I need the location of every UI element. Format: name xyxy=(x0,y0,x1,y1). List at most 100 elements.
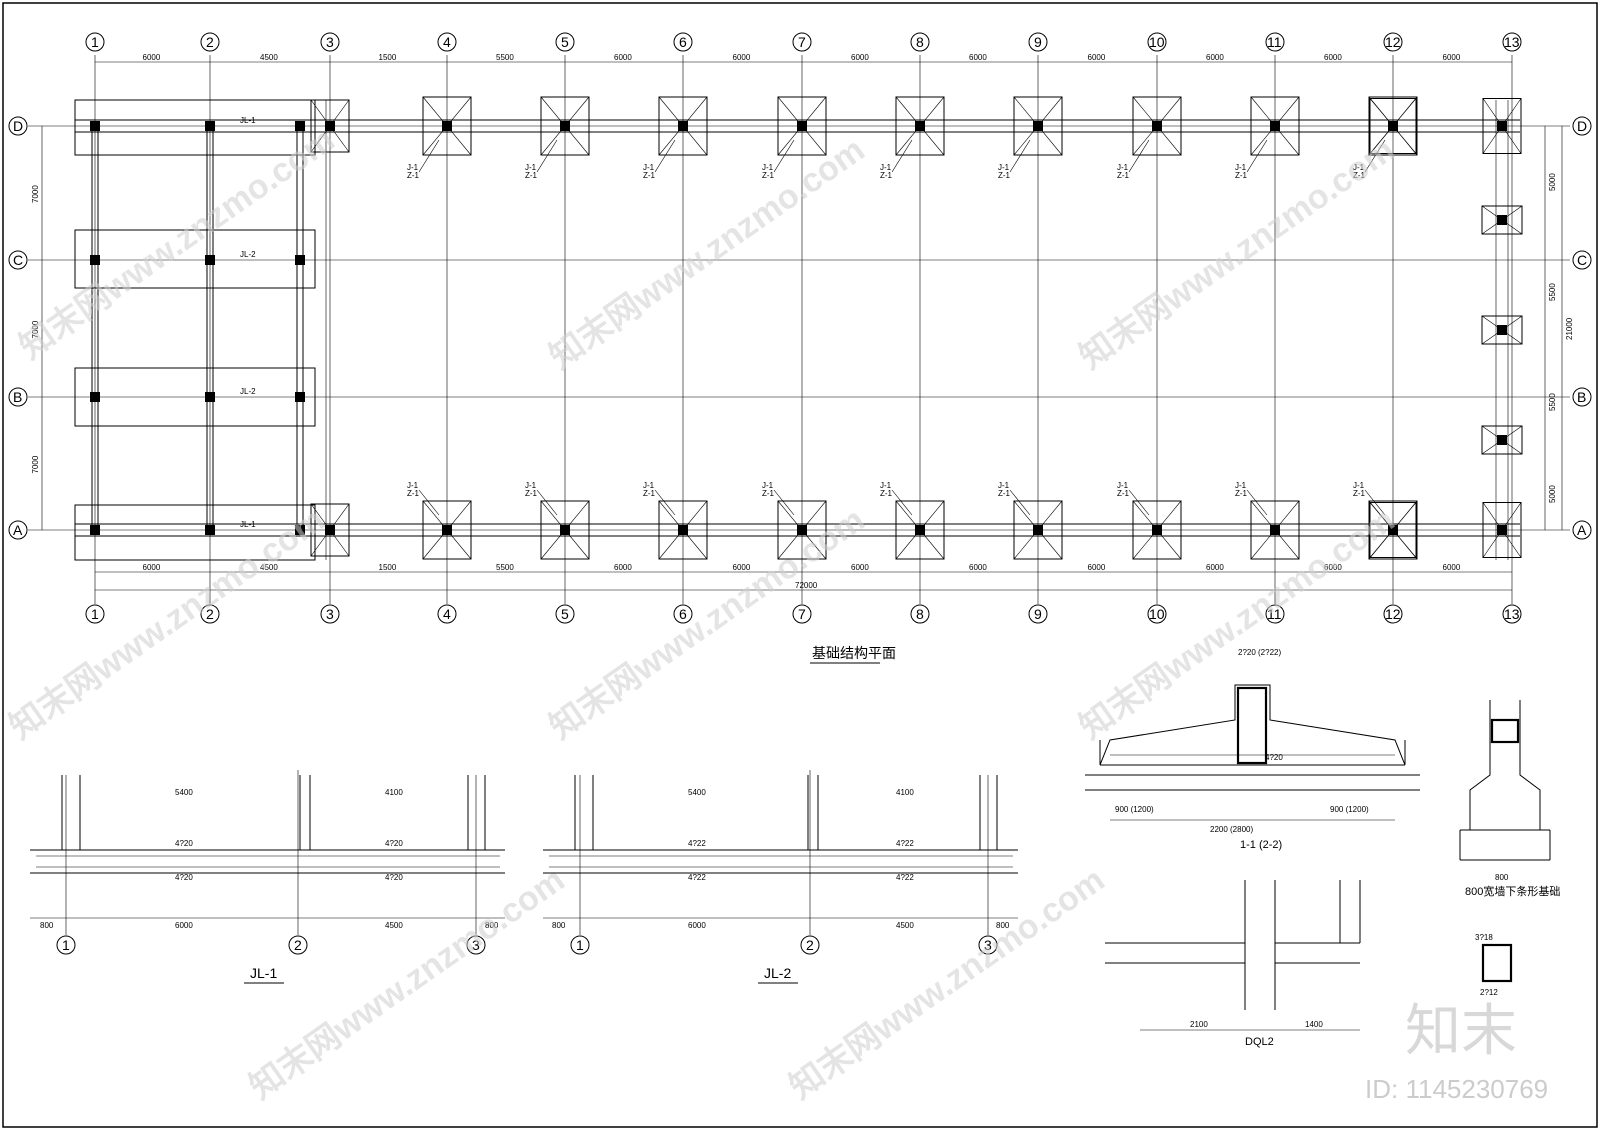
grid-bubble xyxy=(8,116,28,136)
section-1-1: 2200 (2800) 900 (1200) 900 (1200) 4?20 2… xyxy=(1085,648,1420,851)
grid-bubble xyxy=(1502,604,1522,624)
column xyxy=(442,525,452,535)
pad-footing xyxy=(1482,98,1522,154)
wall-strip-footing: 800 800宽墙下条形基础 xyxy=(1459,700,1560,898)
watermark-text: 知末网www.znzmo.com xyxy=(543,131,872,377)
pad-footing xyxy=(1250,500,1300,560)
svg-text:2100: 2100 xyxy=(1190,1020,1208,1029)
strip-footing xyxy=(74,367,316,427)
svg-text:900 (1200): 900 (1200) xyxy=(1115,805,1154,814)
grid-label: 7 xyxy=(798,606,806,622)
grid-label: 6 xyxy=(679,34,687,50)
column xyxy=(1497,121,1507,131)
column xyxy=(560,525,570,535)
column xyxy=(205,392,215,402)
column-label: Z-1 xyxy=(1353,171,1366,180)
grid-bubble xyxy=(320,604,340,624)
svg-text:3: 3 xyxy=(472,937,480,953)
leader-line xyxy=(1128,139,1150,173)
svg-text:4100: 4100 xyxy=(896,788,914,797)
grid-bubble xyxy=(1502,32,1522,52)
grid-bubble xyxy=(792,32,812,52)
dimension-label: 7000 xyxy=(31,185,40,203)
svg-text:800: 800 xyxy=(996,921,1010,930)
leader-line xyxy=(1364,139,1386,173)
grid-bubble xyxy=(1265,604,1285,624)
grid-bubble xyxy=(437,604,457,624)
leader-line xyxy=(1009,489,1031,516)
column-label: Z-1 xyxy=(762,171,775,180)
pad-footing xyxy=(658,96,708,156)
jl2-title: JL-2 xyxy=(764,965,791,981)
svg-text:6000: 6000 xyxy=(175,921,193,930)
footing-label: J-1 xyxy=(643,481,655,490)
pad-footing xyxy=(1369,98,1417,154)
column xyxy=(1388,525,1398,535)
leader-line xyxy=(418,139,440,173)
column xyxy=(90,255,100,265)
grid-bubble xyxy=(555,604,575,624)
dimension-label: 6000 xyxy=(1206,53,1224,62)
svg-text:3?18: 3?18 xyxy=(1475,933,1493,942)
grid-bubble xyxy=(1265,32,1285,52)
dimension-label: 6000 xyxy=(733,563,751,572)
pad-footing xyxy=(1368,96,1418,156)
svg-text:5400: 5400 xyxy=(175,788,193,797)
dql2-detail: 2100 1400 DQL2 3?18 2?12 xyxy=(1105,880,1513,1048)
footing-label: J-1 xyxy=(1353,481,1365,490)
jl1-detail: 1 2 3 800 6000 4500 800 4?20 4?20 4?20 4… xyxy=(30,770,505,984)
dimension-label: 6000 xyxy=(1088,53,1106,62)
leader-line xyxy=(536,489,558,516)
dql2-title: DQL2 xyxy=(1245,1036,1274,1048)
pad-footing xyxy=(1481,315,1523,345)
svg-text:4?22: 4?22 xyxy=(896,873,914,882)
grid-label: 7 xyxy=(798,34,806,50)
grid-bubble xyxy=(673,32,693,52)
grid-label: 3 xyxy=(326,34,334,50)
pad-footing xyxy=(1132,500,1182,560)
footing-label: J-1 xyxy=(407,163,419,172)
svg-text:4?20: 4?20 xyxy=(1265,753,1283,762)
total-dimension: 72000 xyxy=(795,581,818,590)
grid-bubble xyxy=(437,32,457,52)
footing-label: J-1 xyxy=(880,163,892,172)
svg-text:5400: 5400 xyxy=(688,788,706,797)
leader-line xyxy=(1364,489,1386,516)
column xyxy=(797,121,807,131)
svg-text:4?20: 4?20 xyxy=(385,873,403,882)
grid-bubble xyxy=(85,604,105,624)
watermark-text: 知末网www.znzmo.com xyxy=(783,861,1112,1107)
plan-title: 基础结构平面 xyxy=(812,645,896,661)
grid-label: 13 xyxy=(1504,34,1520,50)
svg-text:2: 2 xyxy=(294,937,302,953)
pad-footing xyxy=(1369,502,1417,558)
svg-text:2200 (2800): 2200 (2800) xyxy=(1210,825,1253,834)
dimension-label: 6000 xyxy=(969,563,987,572)
grid-bubble xyxy=(1383,604,1403,624)
column xyxy=(1152,525,1162,535)
grid-label: B xyxy=(1577,389,1586,405)
column-label: Z-1 xyxy=(1353,489,1366,498)
svg-text:4500: 4500 xyxy=(385,921,403,930)
footing-label: J-1 xyxy=(1117,163,1129,172)
beam-label: JL-1 xyxy=(240,116,256,125)
footing-label: J-1 xyxy=(1117,481,1129,490)
svg-text:4?22: 4?22 xyxy=(688,839,706,848)
grid-bubble xyxy=(1572,116,1592,136)
pad-footing xyxy=(895,96,945,156)
dimension-label: 4500 xyxy=(260,563,278,572)
grid-label: 12 xyxy=(1385,606,1401,622)
dimension-label: 7000 xyxy=(31,455,40,473)
column xyxy=(205,121,215,131)
dimension-label: 6000 xyxy=(1088,563,1106,572)
grid-bubble xyxy=(673,604,693,624)
leader-line xyxy=(654,139,676,173)
column xyxy=(205,255,215,265)
svg-text:4100: 4100 xyxy=(385,788,403,797)
footing-label: J-1 xyxy=(1353,163,1365,172)
dimension-label: 6000 xyxy=(1443,563,1461,572)
pad-footing xyxy=(777,500,827,560)
column xyxy=(295,392,305,402)
leader-line xyxy=(1246,139,1268,173)
